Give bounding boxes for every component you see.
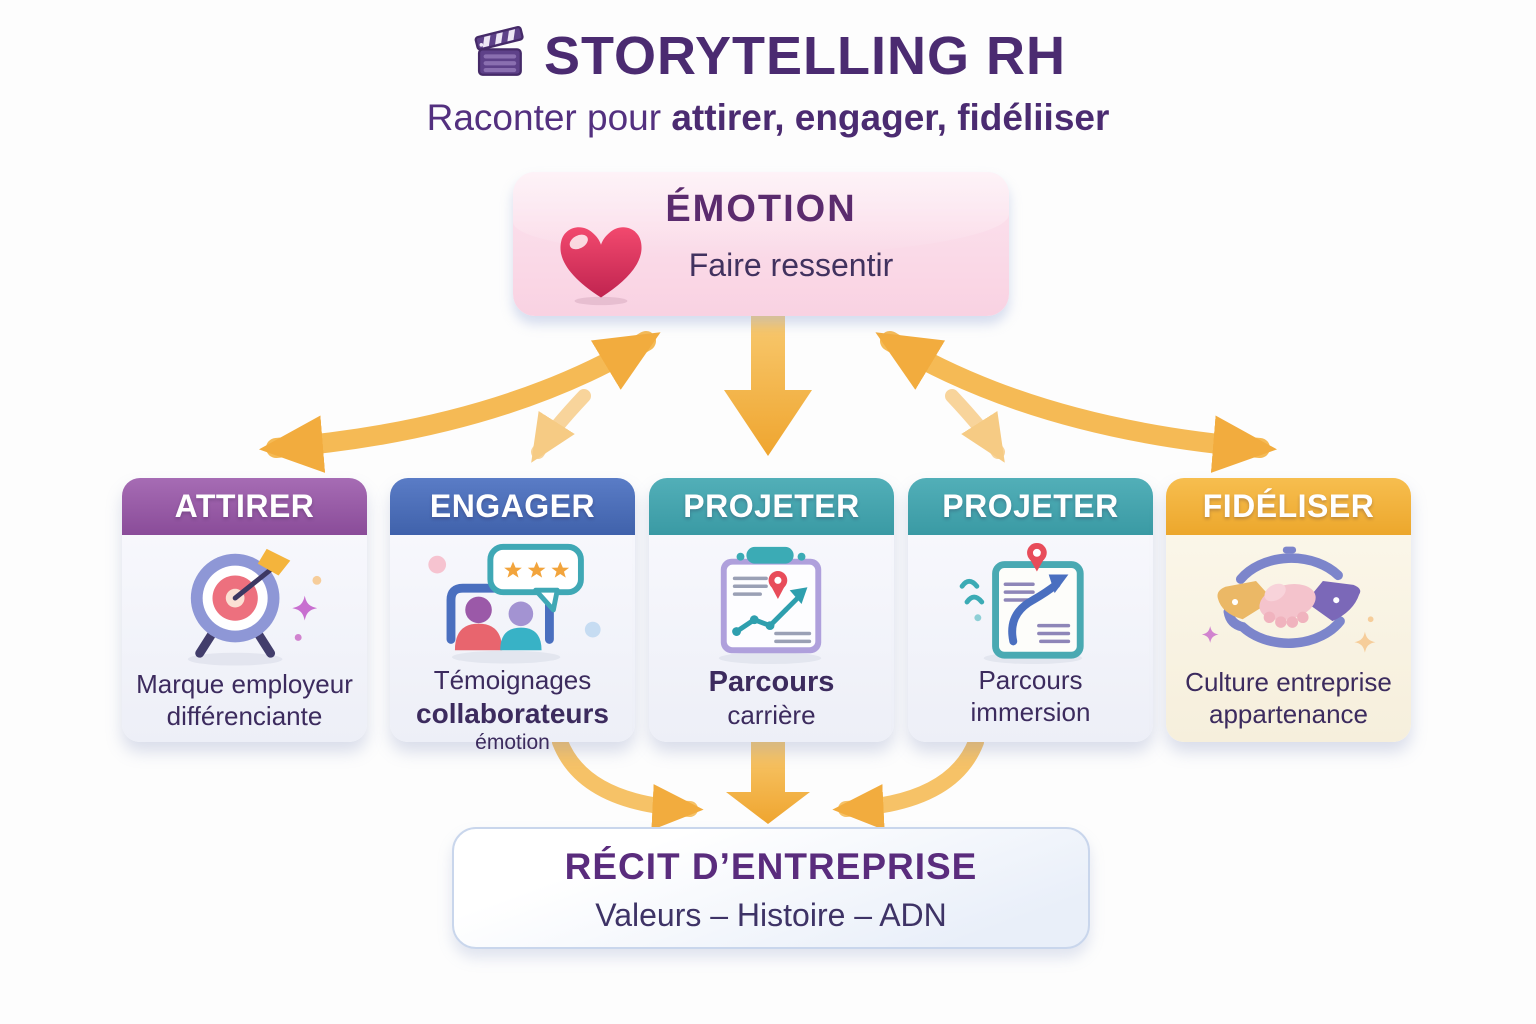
arrow-faint-right xyxy=(945,389,1005,463)
card-engager-text: Témoignages collaborateurs émotion xyxy=(416,665,609,754)
arrow-bottom-right xyxy=(832,734,984,831)
arrow-curve-right xyxy=(875,331,1278,473)
card-engager-header: ENGAGER xyxy=(390,478,635,535)
arrow-down-center-top xyxy=(724,316,812,456)
recit-subtitle: Valeurs – Histoire – ADN xyxy=(595,897,947,933)
card-engager: ENGAGER Témoignages collaborateurs é xyxy=(390,478,635,754)
clipboard-chart-pin-icon xyxy=(649,535,894,665)
card-projeter-carriere: PROJETER xyxy=(649,478,894,742)
arrow-down-center-bottom xyxy=(726,742,810,824)
recit-box: RÉCIT D’ENTREPRISE Valeurs – Histoire – … xyxy=(452,827,1090,949)
recit-title: RÉCIT D’ENTREPRISE xyxy=(564,846,978,887)
people-speech-stars-icon xyxy=(390,535,635,665)
card-fideliser: FIDÉLISER Culture entreprise appa xyxy=(1166,478,1411,742)
arrow-faint-left xyxy=(531,389,591,463)
card-attirer-text: Marque employeur différenciante xyxy=(136,669,353,731)
card-projeter-immersion-text: Parcours immersion xyxy=(970,665,1091,727)
card-fideliser-text: Culture entreprise appartenance xyxy=(1185,667,1392,729)
card-attirer: ATTIRER Marque employeur différenciante xyxy=(122,478,367,742)
emotion-box: ÉMOTION Faire ressentir xyxy=(513,172,1009,316)
card-projeter-immersion-header: PROJETER xyxy=(908,478,1153,535)
card-projeter-carriere-header: PROJETER xyxy=(649,478,894,535)
handshake-cycle-icon xyxy=(1166,535,1411,667)
card-fideliser-header: FIDÉLISER xyxy=(1166,478,1411,535)
heart-icon xyxy=(551,214,651,311)
emotion-title: ÉMOTION xyxy=(665,188,857,230)
arrow-bottom-left xyxy=(552,734,704,831)
card-projeter-carriere-text: Parcours carrière xyxy=(708,666,835,731)
emotion-subtitle: Faire ressentir xyxy=(688,247,894,283)
header: STORYTELLING RH Raconter pour attirer, e… xyxy=(0,24,1536,139)
page-title: STORYTELLING RH xyxy=(543,25,1066,86)
target-dart-icon xyxy=(122,535,367,669)
arrow-curve-left xyxy=(258,331,661,473)
card-attirer-header: ATTIRER xyxy=(122,478,367,535)
document-pin-arrow-icon xyxy=(908,535,1153,665)
card-projeter-immersion: PROJETER Parcours immersion xyxy=(908,478,1153,742)
clapperboard-icon xyxy=(470,24,528,87)
page-subtitle: Raconter pour attirer, engager, fidéliis… xyxy=(426,97,1110,138)
